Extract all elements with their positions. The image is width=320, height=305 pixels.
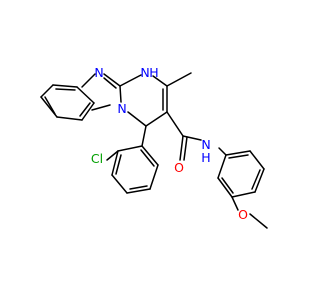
bond bbox=[141, 145, 159, 166]
bond bbox=[141, 125, 147, 147]
bond bbox=[111, 150, 119, 176]
bond bbox=[145, 111, 168, 127]
bond bbox=[254, 168, 265, 193]
molecule-svg: N N H N Cl O N H O bbox=[40, 65, 268, 229]
ether-bond bbox=[231, 196, 239, 211]
bond bbox=[251, 169, 261, 190]
imidazole-ring bbox=[81, 73, 122, 111]
bond bbox=[40, 84, 54, 98]
bond bbox=[56, 116, 83, 121]
methyl-bond bbox=[166, 72, 192, 87]
methoxy-bond bbox=[249, 213, 268, 229]
bond bbox=[183, 136, 188, 161]
bond bbox=[221, 177, 234, 194]
bond bbox=[217, 177, 233, 198]
bond bbox=[249, 150, 265, 170]
bond bbox=[91, 104, 111, 111]
chlorine-bond bbox=[106, 150, 119, 161]
atom-n-amine: N bbox=[140, 65, 149, 80]
bond bbox=[81, 73, 96, 88]
atom-oxygen-carbonyl: O bbox=[174, 160, 184, 175]
bond bbox=[76, 86, 95, 104]
bond bbox=[52, 84, 78, 88]
bond bbox=[55, 88, 76, 91]
atom-n-amide-h: H bbox=[201, 150, 210, 165]
bond bbox=[218, 147, 227, 156]
bond bbox=[115, 154, 122, 175]
bond bbox=[119, 85, 122, 103]
bond bbox=[103, 73, 121, 87]
atom-n-amide: N bbox=[201, 137, 210, 152]
bond bbox=[140, 149, 155, 167]
methoxyphenyl-ring bbox=[217, 147, 268, 229]
bond bbox=[117, 145, 143, 152]
bond bbox=[44, 96, 56, 115]
carboxamide bbox=[166, 111, 202, 161]
bond bbox=[179, 135, 184, 161]
bond bbox=[129, 185, 148, 190]
chlorophenyl-ring bbox=[106, 125, 159, 194]
atom-oxygen-ether: O bbox=[238, 207, 248, 222]
atom-labels: N N H N Cl O N H O bbox=[91, 65, 248, 222]
structure-diagram: N N H N Cl O N H O bbox=[40, 65, 268, 229]
atom-n-amine-h: H bbox=[149, 65, 158, 80]
bond bbox=[152, 75, 168, 87]
bond bbox=[225, 150, 251, 156]
bond bbox=[182, 135, 202, 141]
bond bbox=[127, 111, 147, 127]
bond bbox=[79, 102, 91, 117]
atom-n-fused: N bbox=[117, 101, 126, 116]
benzo-ring bbox=[40, 84, 95, 121]
bond bbox=[217, 154, 227, 179]
bond bbox=[81, 102, 95, 121]
bond bbox=[228, 154, 249, 159]
atom-chlorine: Cl bbox=[91, 151, 103, 166]
atom-n-imine: N bbox=[94, 65, 103, 80]
bond bbox=[119, 74, 142, 87]
bond bbox=[126, 188, 151, 194]
bond bbox=[103, 77, 117, 89]
bond bbox=[111, 174, 128, 194]
bond bbox=[231, 191, 256, 198]
bond bbox=[149, 164, 159, 190]
bond bbox=[166, 111, 184, 137]
pyrimidine-ring bbox=[119, 74, 168, 127]
